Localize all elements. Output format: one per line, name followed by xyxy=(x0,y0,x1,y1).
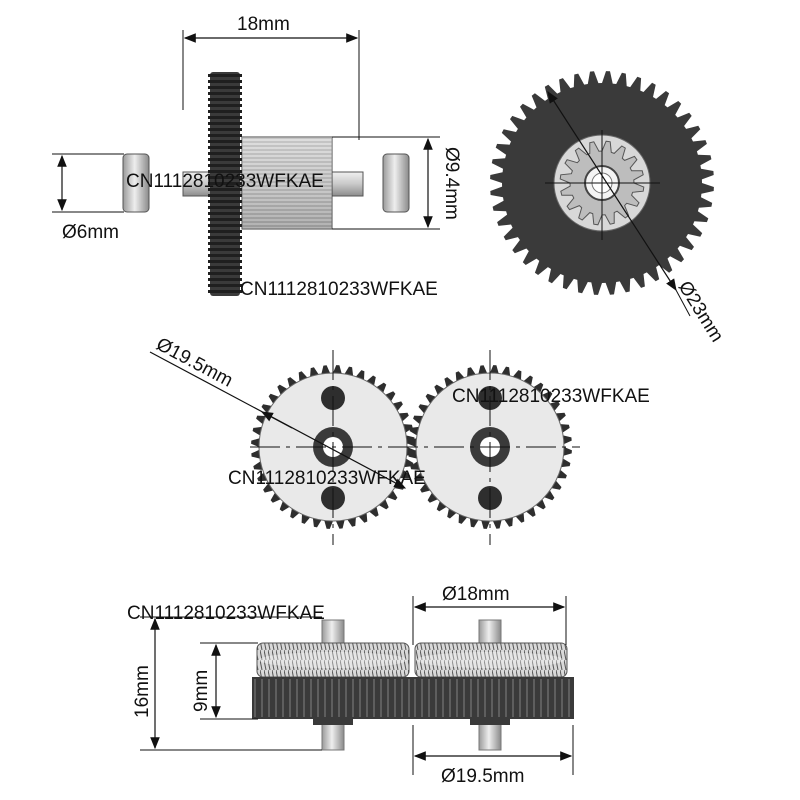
dimension-side-outer-diameter: Ø18mm xyxy=(412,584,567,645)
dimension-label-9mm: 9mm xyxy=(191,670,212,712)
dimension-label-19-5mm-bottom: Ø19.5mm xyxy=(441,766,524,787)
twin-gears-front-view: Ø19.5mm xyxy=(149,334,580,545)
twin-gears-side-view xyxy=(252,619,574,751)
watermark-text: CN1112810233WFKAE xyxy=(452,386,650,407)
shaft-gear-side-view xyxy=(122,72,410,296)
dimension-side-gear-diameter: Ø19.5mm xyxy=(412,725,574,787)
dimension-label-18mm: 18mm xyxy=(237,14,290,35)
dimension-top-length: 18mm xyxy=(182,14,360,140)
watermark-text: CN1112810233WFKAE xyxy=(240,279,438,300)
dimension-gear-body-diameter: Ø9.4mm xyxy=(332,136,462,230)
watermark-text: CN1112810233WFKAE xyxy=(228,468,426,489)
watermark-text: CN1112810233WFKAE xyxy=(127,603,325,624)
dimension-height-total: 16mm xyxy=(132,616,322,751)
dimension-label-9-4mm: Ø9.4mm xyxy=(441,147,462,220)
watermark-text: CN1112810233WFKAE xyxy=(126,171,324,192)
dimension-label-6mm: Ø6mm xyxy=(62,222,119,243)
dimension-pulley-diameter: Ø6mm xyxy=(52,153,124,243)
dimension-label-16mm: 16mm xyxy=(132,665,153,718)
dimension-label-19-5mm: Ø19.5mm xyxy=(153,334,237,392)
large-gear-teeth-edge xyxy=(208,74,242,293)
large-gear-front-view: Ø23mm xyxy=(490,71,727,346)
dimension-label-18mm-diameter: Ø18mm xyxy=(442,584,510,605)
dimension-height-groove: 9mm xyxy=(191,642,258,720)
dimension-label-23mm: Ø23mm xyxy=(674,278,728,346)
